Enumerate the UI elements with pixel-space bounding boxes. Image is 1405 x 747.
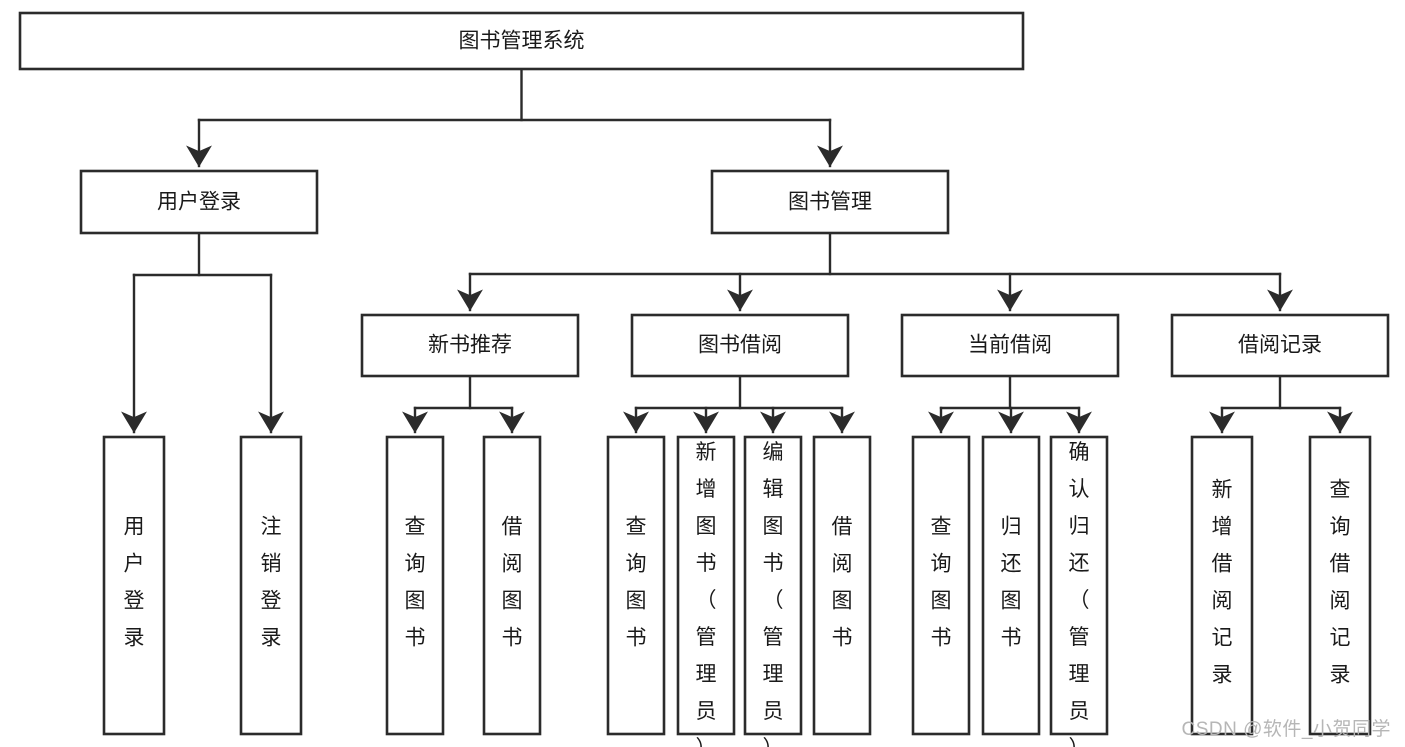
node-leaf-user-login[interactable]: 用户登录 xyxy=(102,435,166,736)
node-leaf-user-logout-label: 注销登录 xyxy=(261,516,282,650)
node-user-login-label: 用户登录 xyxy=(157,191,241,214)
node-leaf-return-book-label: 归还图书 xyxy=(1001,516,1022,650)
node-leaf-borrow-book-2-label: 借阅图书 xyxy=(832,516,853,650)
node-leaf-edit-book-label: 编辑图书（管理员） xyxy=(763,441,784,747)
node-book-borrow-label: 图书借阅 xyxy=(698,334,782,357)
node-leaf-borrow-book-1-box[interactable] xyxy=(482,435,542,736)
node-current-borrow-box[interactable] xyxy=(900,313,1120,378)
node-leaf-query-book-1-label: 查询图书 xyxy=(405,516,426,650)
node-leaf-return-book-box[interactable] xyxy=(981,435,1041,736)
node-new-book-recommend[interactable]: 新书推荐 xyxy=(360,313,580,378)
node-leaf-confirm-return-box[interactable] xyxy=(1049,435,1109,736)
node-book-borrow-box[interactable] xyxy=(630,313,850,378)
node-leaf-add-record[interactable]: 新增借阅记录 xyxy=(1190,435,1254,736)
node-leaf-add-book-box[interactable] xyxy=(676,435,736,736)
node-leaf-query-book-2-box[interactable] xyxy=(606,435,666,736)
connector-layer xyxy=(121,67,1353,434)
node-leaf-borrow-book-1[interactable]: 借阅图书 xyxy=(482,435,542,736)
node-leaf-borrow-book-2-box[interactable] xyxy=(812,435,872,736)
node-leaf-confirm-return-label: 确认归还（管理员） xyxy=(1069,441,1090,747)
node-leaf-query-record-label: 查询借阅记录 xyxy=(1330,479,1351,687)
node-leaf-query-record[interactable]: 查询借阅记录 xyxy=(1308,435,1372,736)
node-leaf-query-book-2-label: 查询图书 xyxy=(626,516,647,650)
node-borrow-record-box[interactable] xyxy=(1170,313,1390,378)
node-leaf-confirm-return[interactable]: 确认归还（管理员） xyxy=(1049,435,1109,747)
node-leaf-add-record-box[interactable] xyxy=(1190,435,1254,736)
node-leaf-query-book-3-label: 查询图书 xyxy=(931,516,952,650)
node-book-manage[interactable]: 图书管理 xyxy=(710,169,950,235)
node-leaf-query-book-1[interactable]: 查询图书 xyxy=(385,435,445,736)
node-leaf-return-book[interactable]: 归还图书 xyxy=(981,435,1041,736)
node-root-label: 图书管理系统 xyxy=(459,30,585,53)
node-borrow-record-label: 借阅记录 xyxy=(1238,334,1322,357)
node-leaf-user-logout-box[interactable] xyxy=(239,435,303,736)
node-new-book-recommend-box[interactable] xyxy=(360,313,580,378)
node-leaf-user-login-label: 用户登录 xyxy=(124,516,145,650)
leaf-node-group: 用户登录 注销登录 查询图书 借阅图书 查询图书 新增图书（管理员） xyxy=(102,435,1372,747)
node-leaf-borrow-book-1-label: 借阅图书 xyxy=(502,516,523,650)
node-leaf-borrow-book-2[interactable]: 借阅图书 xyxy=(812,435,872,736)
node-book-manage-box[interactable] xyxy=(710,169,950,235)
node-leaf-edit-book-box[interactable] xyxy=(743,435,803,736)
node-leaf-query-record-box[interactable] xyxy=(1308,435,1372,736)
node-leaf-add-book-label: 新增图书（管理员） xyxy=(696,441,717,747)
node-book-borrow[interactable]: 图书借阅 xyxy=(630,313,850,378)
node-leaf-query-book-2[interactable]: 查询图书 xyxy=(606,435,666,736)
node-user-login-box[interactable] xyxy=(79,169,319,235)
node-leaf-add-book[interactable]: 新增图书（管理员） xyxy=(676,435,736,747)
node-root-box[interactable] xyxy=(18,11,1025,71)
node-user-login[interactable]: 用户登录 xyxy=(79,169,319,235)
node-leaf-add-record-label: 新增借阅记录 xyxy=(1212,479,1233,687)
node-new-book-recommend-label: 新书推荐 xyxy=(428,334,512,357)
node-current-borrow-label: 当前借阅 xyxy=(968,334,1052,357)
node-root[interactable]: 图书管理系统 xyxy=(18,11,1025,71)
node-leaf-user-login-box[interactable] xyxy=(102,435,166,736)
node-book-manage-label: 图书管理 xyxy=(788,191,872,214)
node-leaf-query-book-1-box[interactable] xyxy=(385,435,445,736)
node-current-borrow[interactable]: 当前借阅 xyxy=(900,313,1120,378)
node-leaf-query-book-3-box[interactable] xyxy=(911,435,971,736)
node-leaf-query-book-3[interactable]: 查询图书 xyxy=(911,435,971,736)
node-leaf-user-logout[interactable]: 注销登录 xyxy=(239,435,303,736)
node-leaf-edit-book[interactable]: 编辑图书（管理员） xyxy=(743,435,803,747)
node-borrow-record[interactable]: 借阅记录 xyxy=(1170,313,1390,378)
